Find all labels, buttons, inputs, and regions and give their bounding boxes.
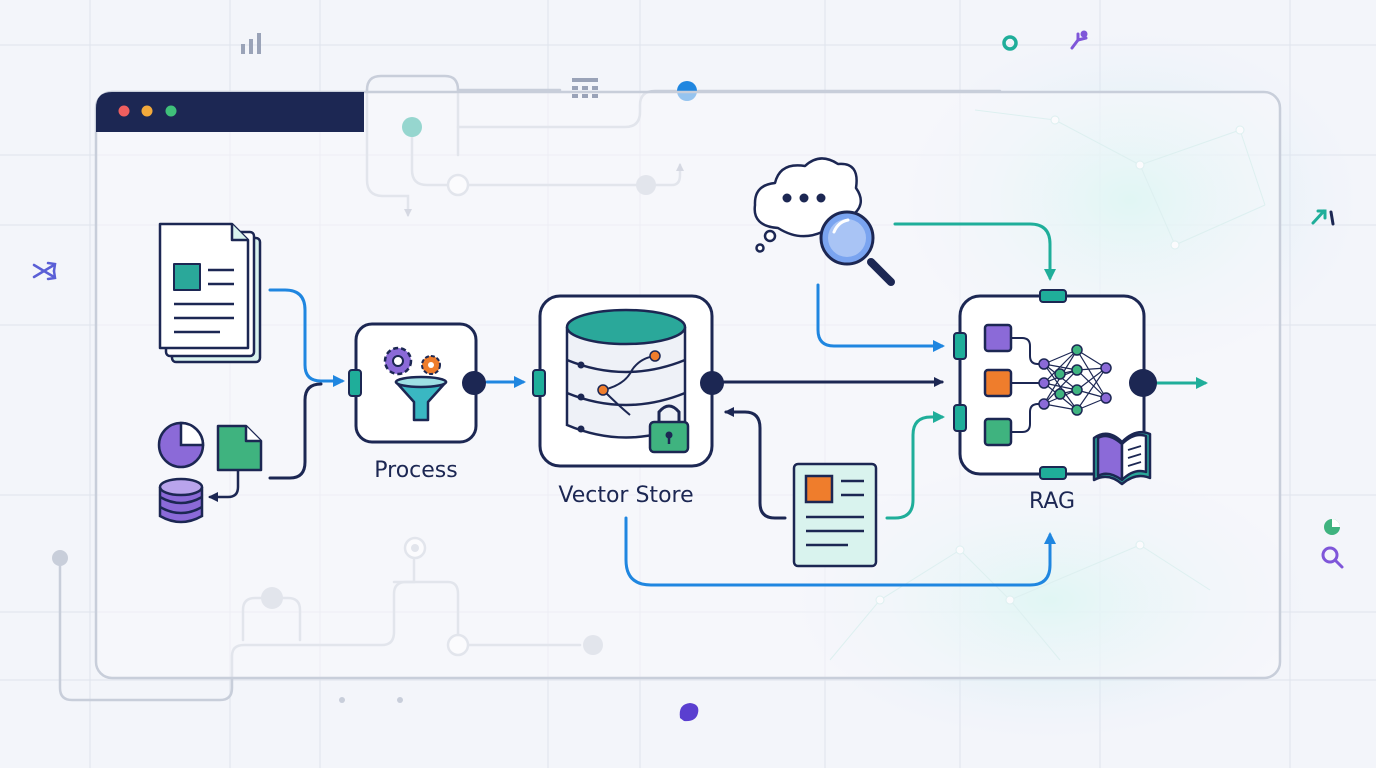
connectors (208, 222, 1208, 587)
rag-input-port-1 (953, 332, 967, 360)
rag-top-port (1039, 289, 1067, 303)
pie-chart-icon (157, 421, 205, 469)
rag-label: RAG (1029, 489, 1075, 514)
gears-funnel-icon (383, 346, 448, 422)
mini-pie-icon (1324, 519, 1340, 535)
window-close-dot[interactable] (118, 105, 130, 117)
rag-bottom-port (1039, 466, 1067, 480)
edge-context-to-rag (885, 411, 945, 520)
blob-icon (679, 703, 699, 722)
process-input-port (348, 369, 362, 397)
process-output-port (462, 371, 486, 395)
structured-data-node[interactable] (157, 421, 263, 524)
document-stack-icon (158, 222, 262, 364)
edge-vector-to-rag-bottom (624, 516, 1056, 587)
table-icon (572, 78, 598, 98)
process-node[interactable]: Process (348, 322, 486, 483)
trend-up-icon (1311, 209, 1335, 226)
retrieved-context-node[interactable] (792, 462, 878, 568)
window-minimize-dot[interactable] (141, 105, 153, 117)
rag-node[interactable]: RAG (953, 289, 1157, 514)
database-icon (158, 477, 204, 524)
window-title-bar (96, 92, 364, 132)
vector-store-node[interactable]: Vector Store (532, 294, 724, 508)
rag-output-port (1129, 369, 1157, 397)
neural-network-icon (983, 323, 1112, 447)
open-book-icon (1092, 431, 1152, 486)
ring-icon (1002, 35, 1018, 51)
source-documents-node[interactable] (158, 222, 262, 364)
document-icon (792, 462, 878, 568)
rag-input-port-2 (953, 404, 967, 432)
edge-data-internal (208, 468, 240, 502)
query-node[interactable] (753, 157, 895, 286)
bar-chart-icon (241, 33, 261, 54)
search-icon (1321, 546, 1344, 569)
process-label: Process (374, 458, 457, 483)
edge-data-to-process (268, 382, 323, 480)
edge-documents-to-process (268, 288, 345, 387)
database-lock-icon (565, 308, 690, 454)
shuffle-icon (32, 261, 57, 281)
window-maximize-dot[interactable] (165, 105, 177, 117)
vector-store-input-port (532, 369, 546, 397)
vector-store-output-port (700, 371, 724, 395)
spreadsheet-file-icon (216, 424, 263, 472)
edge-context-to-vector (724, 407, 787, 520)
branch-icon (1070, 30, 1088, 50)
edge-query-to-rag-input (816, 283, 945, 352)
magnifier-icon (819, 210, 895, 286)
edge-query-to-rag (893, 222, 1056, 281)
vector-store-label: Vector Store (558, 483, 693, 508)
